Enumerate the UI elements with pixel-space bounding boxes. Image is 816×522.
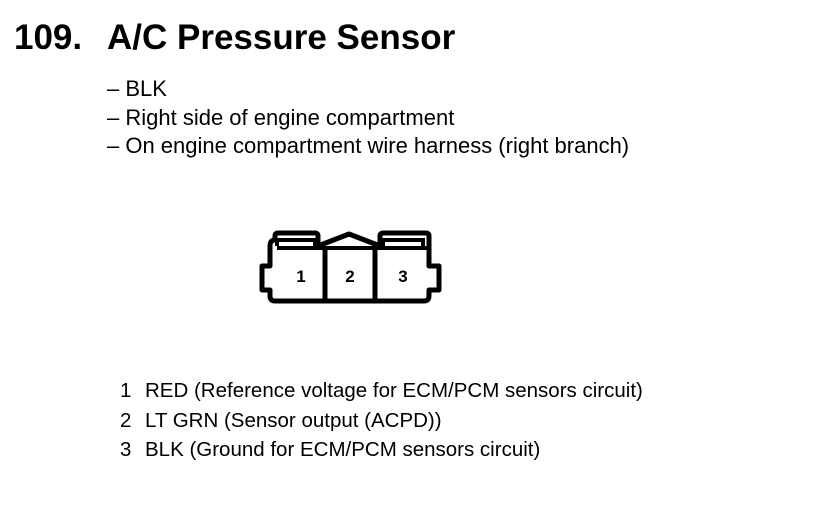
pin-description: LT GRN (Sensor output (ACPD)) [145, 408, 442, 432]
component-details: – BLK – Right side of engine compartment… [107, 75, 629, 161]
pin-number: 2 [120, 408, 132, 432]
pin-row-3: 3 BLK (Ground for ECM/PCM sensors circuit… [120, 435, 643, 465]
detail-location: – Right side of engine compartment [107, 104, 455, 130]
connector-diagram: 1 2 3 [259, 230, 442, 304]
component-name: A/C Pressure Sensor [107, 18, 456, 57]
pin-number: 1 [120, 379, 132, 402]
pin-description: BLK (Ground for ECM/PCM sensors circuit) [145, 438, 541, 461]
connector-latch-left [275, 238, 317, 246]
pin-number: 3 [120, 438, 132, 461]
item-number: 109. [14, 18, 83, 57]
pin-description: RED (Reference voltage for ECM/PCM senso… [145, 379, 643, 402]
detail-harness: – On engine compartment wire harness (ri… [107, 133, 630, 158]
page-title: 109. A/C Pressure Sensor [14, 18, 455, 58]
connector-latch-right [381, 238, 425, 246]
pin-row-2: 2 LT GRN (Sensor output (ACPD)) [120, 406, 643, 436]
pin-label-1: 1 [296, 267, 305, 286]
pin-label-2: 2 [345, 267, 354, 286]
detail-color: – BLK [107, 76, 167, 101]
pin-row-1: 1 RED (Reference voltage for ECM/PCM sens… [120, 376, 643, 406]
pin-list: 1 RED (Reference voltage for ECM/PCM sens… [120, 376, 643, 465]
pin-label-3: 3 [398, 267, 407, 286]
connector-outline [259, 230, 442, 304]
